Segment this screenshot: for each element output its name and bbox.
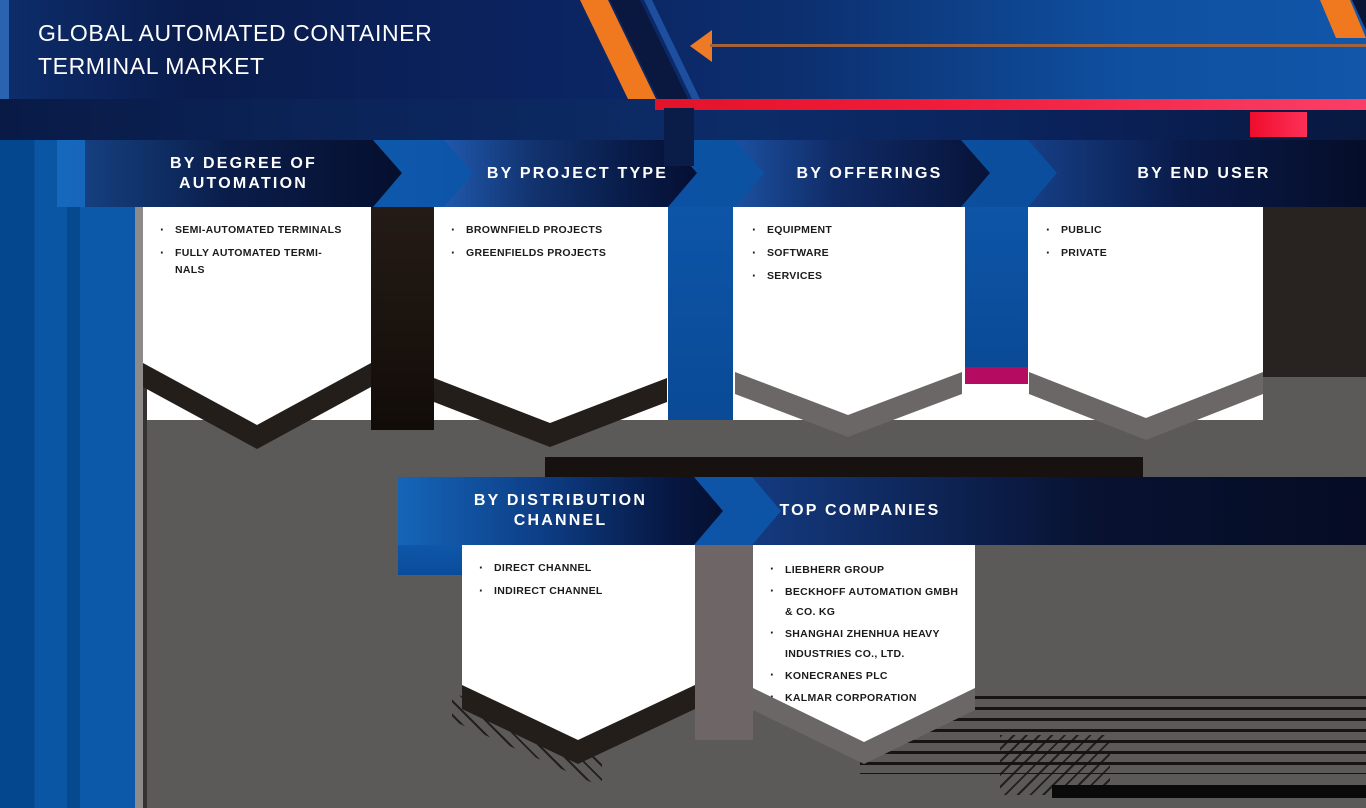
shadow-gray-patch: [1263, 375, 1366, 425]
blue-accent-block: [398, 545, 462, 575]
navy-tab: [664, 108, 694, 166]
card-project-type: BROWNFIELD PROJECTS GREENFIELDS PROJECTS: [434, 207, 667, 423]
card-offerings: EQUIPMENT SOFTWARE SERVICES: [735, 207, 962, 415]
list-item: LIEBHERR GROUP: [770, 559, 967, 580]
item-list: SEMI-AUTOMATED TERMINALS FULLY AUTOMATED…: [143, 207, 371, 279]
dark-divider-column: [371, 207, 434, 430]
header-left-edge: [0, 0, 9, 145]
header-band: [0, 0, 1366, 99]
list-item: SOFTWARE: [752, 244, 954, 262]
list-item: DIRECT CHANNEL: [479, 559, 687, 577]
section-title: BY END USER: [1137, 164, 1271, 182]
item-list: LIEBHERR GROUP BECKHOFF AUTOMATION GMBH …: [753, 545, 975, 708]
list-item: BROWNFIELD PROJECTS: [451, 221, 659, 239]
edge-line-dark: [143, 207, 147, 808]
list-item: KALMAR CORPORATION: [770, 687, 967, 708]
card-end-user: PUBLIC PRIVATE: [1029, 207, 1263, 418]
item-list: BROWNFIELD PROJECTS GREENFIELDS PROJECTS: [434, 207, 667, 262]
gray-divider-column: [695, 545, 753, 740]
list-item: BECKHOFF AUTOMATION GMBH & CO. KG: [770, 581, 967, 622]
item-list: DIRECT CHANNEL INDIRECT CHANNEL: [462, 545, 695, 600]
red-accent-bar: [655, 99, 1366, 110]
list-item: SERVICES: [752, 267, 954, 285]
magenta-accent-block: [965, 367, 1028, 384]
item-list: PUBLIC PRIVATE: [1029, 207, 1263, 262]
section-title: BY PROJECT TYPE: [486, 164, 669, 182]
left-blue-column: [0, 140, 143, 808]
list-item: GREENFIELDS PROJECTS: [451, 244, 659, 262]
ribbon-offerings: BY OFFERINGS: [735, 140, 990, 207]
arrow-line: [710, 44, 1366, 47]
blue-divider-column: [965, 207, 1028, 367]
ribbon-degree-of-automation: BY DEGREE OF AUTOMATION: [85, 140, 402, 207]
black-bottom-bar: [1052, 785, 1366, 798]
list-item: PUBLIC: [1046, 221, 1255, 239]
edge-line-light: [135, 207, 144, 808]
left-arrow-icon: [690, 30, 712, 62]
red-accent-block: [1250, 112, 1307, 137]
blue-divider-column: [668, 207, 733, 420]
page-title: GLOBAL AUTOMATED CONTAINER TERMINAL MARK…: [38, 20, 433, 79]
dark-divider-column: [1263, 207, 1366, 377]
section-title: BY DISTRIBUTION CHANNEL: [473, 492, 648, 529]
section-title: TOP COMPANIES: [779, 502, 941, 519]
card-top-companies: LIEBHERR GROUP BECKHOFF AUTOMATION GMBH …: [753, 545, 975, 742]
list-item: EQUIPMENT: [752, 221, 954, 239]
list-item: SHANGHAI ZHENHUA HEAVY INDUSTRIES CO., L…: [770, 623, 967, 664]
list-item: KONECRANES PLC: [770, 665, 967, 686]
item-list: EQUIPMENT SOFTWARE SERVICES: [735, 207, 962, 285]
section-title: BY DEGREE OF AUTOMATION: [169, 154, 318, 192]
section-title-wrap: TOP COMPANIES: [770, 477, 950, 545]
section-title: BY OFFERINGS: [796, 164, 943, 182]
list-item: PRIVATE: [1046, 244, 1255, 262]
list-item: FULLY AUTOMATED TERMI- NALS: [160, 244, 363, 279]
ribbon-top-companies: [752, 477, 1366, 545]
list-item: INDIRECT CHANNEL: [479, 582, 687, 600]
list-item: SEMI-AUTOMATED TERMINALS: [160, 221, 363, 239]
shadow-strip: [545, 457, 1143, 478]
ribbon-project-type: BY PROJECT TYPE: [444, 140, 697, 207]
ribbon-distribution-channel: BY DISTRIBUTION CHANNEL: [398, 477, 723, 545]
ribbon-end-user: BY END USER: [1028, 140, 1366, 207]
